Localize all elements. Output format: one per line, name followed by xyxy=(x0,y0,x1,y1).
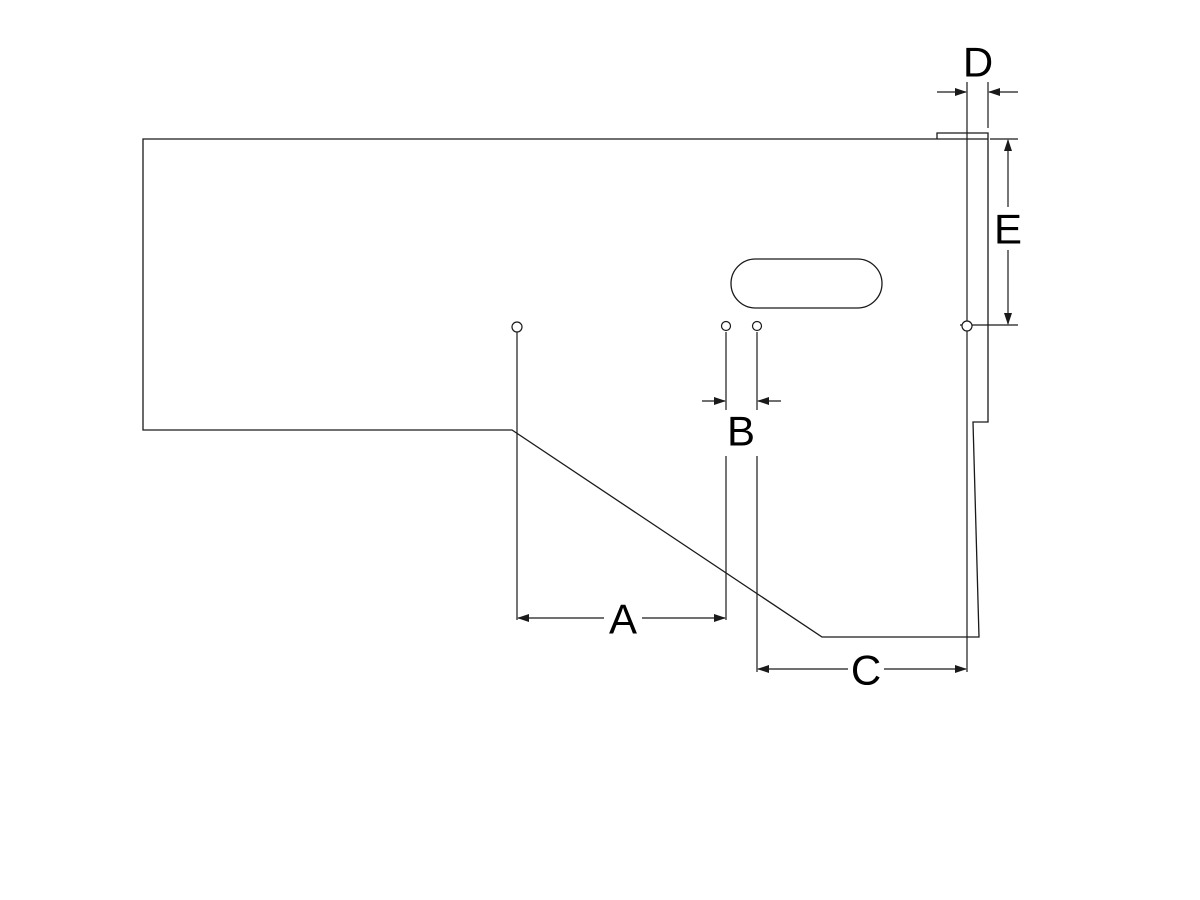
dimension-e-arrow-bottom xyxy=(1004,313,1012,325)
hole-2 xyxy=(720,320,732,332)
hole-1 xyxy=(511,321,523,333)
dimension-b-label: B xyxy=(727,408,755,455)
slot xyxy=(730,258,883,309)
dimension-c-arrow-left xyxy=(757,665,769,673)
dimension-d-label: D xyxy=(963,39,993,86)
holes xyxy=(511,320,973,333)
dimension-a: A xyxy=(517,596,726,643)
extension-lines xyxy=(516,82,1018,672)
dimension-c-arrow-right xyxy=(955,665,967,673)
dimension-b-arrow-left xyxy=(714,397,726,405)
dimension-d-arrow-right xyxy=(988,88,1000,96)
dimension-d: D xyxy=(937,39,1018,96)
dimension-a-arrow-right xyxy=(714,614,726,622)
dimension-e: E xyxy=(994,139,1022,325)
dimension-c-label: C xyxy=(851,647,881,694)
part-outline xyxy=(142,132,989,638)
hole-4 xyxy=(961,320,973,332)
dimension-a-arrow-left xyxy=(517,614,529,622)
dimension-a-label: A xyxy=(609,596,637,643)
dimension-b: B xyxy=(702,397,781,455)
dimension-e-arrow-top xyxy=(1004,139,1012,151)
dimension-d-arrow-left xyxy=(955,88,967,96)
dimension-b-arrow-right xyxy=(757,397,769,405)
dimension-e-label: E xyxy=(994,206,1022,253)
hole-3 xyxy=(751,320,763,332)
part-body-outline xyxy=(142,132,989,638)
dimension-c: C xyxy=(757,647,967,694)
